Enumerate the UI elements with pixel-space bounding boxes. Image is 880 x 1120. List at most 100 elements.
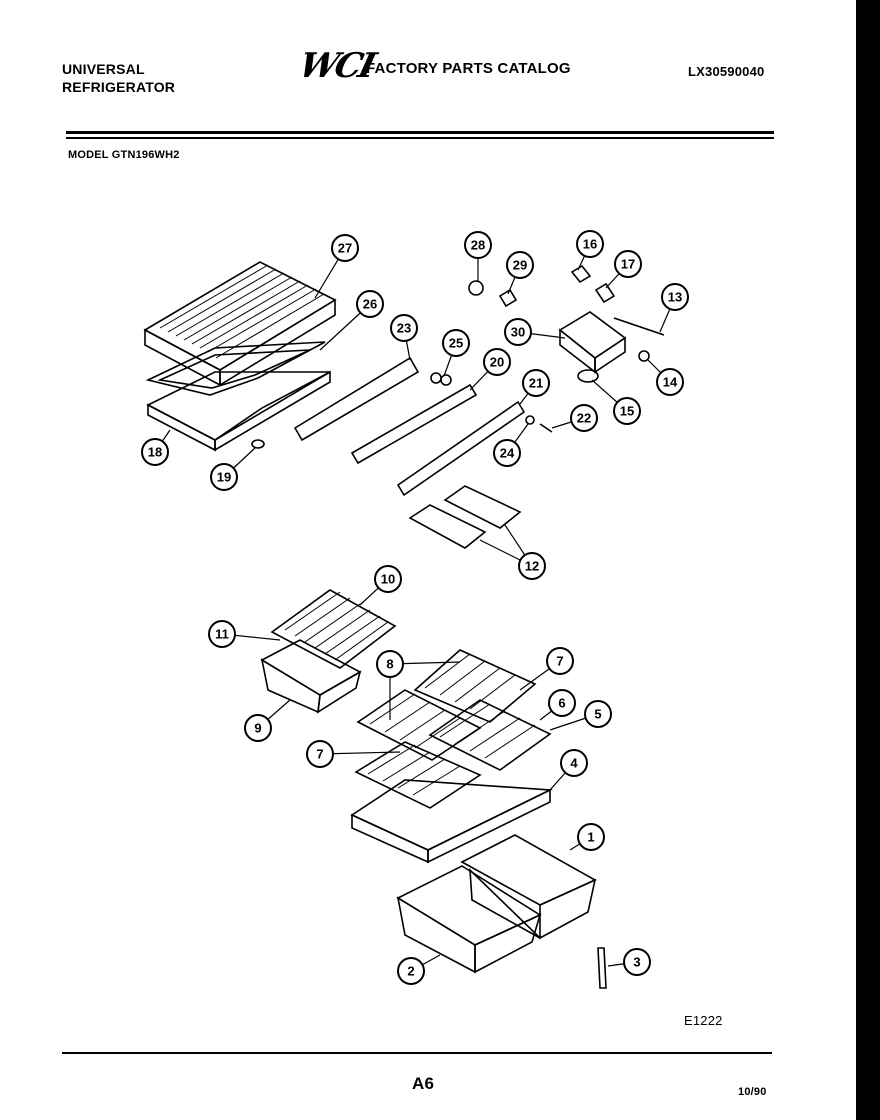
part-29-knob <box>498 288 518 308</box>
part-12-egg-trays <box>408 485 522 549</box>
callout-4: 4 <box>560 749 588 777</box>
callout-18: 18 <box>141 438 169 466</box>
callout-26: 26 <box>356 290 384 318</box>
part-18-glass-shelf <box>146 370 331 452</box>
svg-text:11: 11 <box>215 627 229 642</box>
part-22-screw <box>539 423 553 433</box>
part-21-rail <box>396 400 526 497</box>
svg-text:17: 17 <box>621 257 635 272</box>
part-13-capillary <box>613 317 665 336</box>
part-1-crisper-pan <box>460 834 597 940</box>
svg-text:20: 20 <box>490 355 504 370</box>
part-3-divider <box>597 947 607 989</box>
callout-5: 5 <box>584 700 612 728</box>
svg-text:16: 16 <box>583 237 597 252</box>
svg-text:29: 29 <box>513 258 527 273</box>
callout-2: 2 <box>397 957 425 985</box>
svg-text:12: 12 <box>525 559 539 574</box>
brand-line-2: REFRIGERATOR <box>62 79 176 95</box>
svg-text:10: 10 <box>381 572 395 587</box>
catalog-code: LX30590040 <box>688 64 765 79</box>
callout-3: 3 <box>623 948 651 976</box>
part-24-washer <box>525 415 535 425</box>
callout-14: 14 <box>656 368 684 396</box>
callout-20: 20 <box>483 348 511 376</box>
callout-7-lower: 7 <box>306 740 334 768</box>
svg-text:14: 14 <box>663 375 678 390</box>
callout-24: 24 <box>493 439 521 467</box>
catalog-title: FACTORY PARTS CATALOG <box>366 60 571 77</box>
svg-text:7: 7 <box>556 654 563 669</box>
svg-text:19: 19 <box>217 470 231 485</box>
svg-text:18: 18 <box>148 445 162 460</box>
callout-8: 8 <box>376 650 404 678</box>
callout-7-upper: 7 <box>546 647 574 675</box>
svg-text:13: 13 <box>668 290 682 305</box>
parts-drawing <box>143 261 665 989</box>
part-26-shelf-frame <box>145 341 326 396</box>
svg-text:30: 30 <box>511 325 525 340</box>
part-16-thermostat <box>570 264 592 284</box>
model-number: MODEL GTN196WH2 <box>68 149 180 161</box>
part-20-rail <box>350 383 478 465</box>
callout-28: 28 <box>464 231 492 259</box>
callout-12: 12 <box>518 552 546 580</box>
callout-30: 30 <box>504 318 532 346</box>
svg-text:4: 4 <box>570 756 578 771</box>
callout-21: 21 <box>522 369 550 397</box>
callout-13: 13 <box>661 283 689 311</box>
callout-16: 16 <box>576 230 604 258</box>
callout-22: 22 <box>570 404 598 432</box>
callout-15: 15 <box>613 397 641 425</box>
callout-17: 17 <box>614 250 642 278</box>
part-4-glass-shelf <box>350 779 554 864</box>
part-10-crisper-cover <box>270 589 397 669</box>
part-27-cover <box>143 261 337 387</box>
svg-text:3: 3 <box>633 955 640 970</box>
svg-text:23: 23 <box>397 321 411 336</box>
page-number: A6 <box>412 1074 435 1093</box>
part-9-pan <box>260 639 362 714</box>
svg-text:5: 5 <box>594 707 601 722</box>
part-14-screw <box>638 350 650 362</box>
callout-10: 10 <box>374 565 402 593</box>
part-23-bracket <box>293 356 420 442</box>
callout-11: 11 <box>208 620 236 648</box>
leader-lines <box>154 243 676 972</box>
svg-text:27: 27 <box>338 241 352 256</box>
callout-19: 19 <box>210 463 238 491</box>
part-19-screw <box>251 439 265 449</box>
callout-6: 6 <box>548 689 576 717</box>
callout-27: 27 <box>331 234 359 262</box>
svg-text:8: 8 <box>386 657 393 672</box>
part-28-knob <box>468 280 484 296</box>
svg-text:25: 25 <box>449 336 463 351</box>
svg-text:15: 15 <box>620 404 634 419</box>
part-15-bulb <box>577 369 599 383</box>
svg-text:22: 22 <box>577 411 591 426</box>
callouts: 27 26 23 25 20 21 22 24 18 19 12 28 29 1… <box>141 230 689 985</box>
svg-text:26: 26 <box>363 297 377 312</box>
footer-rule <box>62 1052 772 1054</box>
svg-text:24: 24 <box>500 446 515 461</box>
part-25-washers <box>430 372 452 386</box>
callout-9: 9 <box>244 714 272 742</box>
callout-1: 1 <box>577 823 605 851</box>
figure-id: E1222 <box>684 1013 723 1028</box>
svg-text:6: 6 <box>558 696 565 711</box>
svg-text:9: 9 <box>254 721 261 736</box>
header-rule-thick <box>66 131 774 134</box>
callout-25: 25 <box>442 329 470 357</box>
svg-text:7: 7 <box>316 747 323 762</box>
brand-line-1: UNIVERSAL <box>62 61 145 77</box>
part-17-switch <box>594 282 616 304</box>
svg-text:21: 21 <box>529 376 543 391</box>
part-30-control-housing <box>558 311 627 374</box>
revision-date: 10/90 <box>738 1086 767 1098</box>
scan-edge <box>856 0 880 1120</box>
part-shelves-wire <box>354 649 552 809</box>
header-rule-thin <box>66 137 774 139</box>
svg-text:2: 2 <box>407 964 414 979</box>
part-2-crisper-pan <box>396 865 542 974</box>
